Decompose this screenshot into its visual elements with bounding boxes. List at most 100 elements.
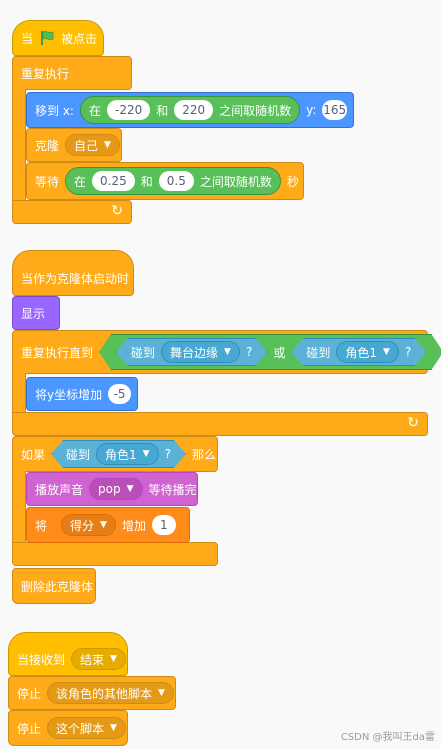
loop-arrow-icon: ↻ (111, 203, 123, 219)
random-from-input[interactable]: -220 (106, 100, 151, 120)
create-clone-block[interactable]: 克隆 自己 ▼ (26, 128, 122, 162)
dropdown-arrow-icon: ▼ (104, 140, 111, 150)
when-flag-clicked-hat[interactable]: 当 被点击 (12, 20, 104, 56)
dropdown-arrow-icon: ▼ (100, 520, 107, 530)
random-to-input[interactable]: 220 (174, 100, 214, 120)
touching-edge-condition[interactable]: 碰到 舞台边缘 ▼ ? (116, 338, 267, 366)
or-label: 或 (273, 345, 286, 360)
or-operator[interactable]: 碰到 舞台边缘 ▼ ? 或 碰到 角色1 ▼ ? (99, 334, 441, 370)
stop2-dropdown[interactable]: 这个脚本 ▼ (47, 717, 126, 739)
repeat-until-arm (12, 373, 26, 413)
if-touching-condition[interactable]: 碰到 角色1 ▼ ? (51, 440, 186, 468)
message-value: 结束 (80, 652, 105, 667)
wait-block[interactable]: 等待 在 0.25 和 0.5 之间取随机数 秒 (26, 162, 304, 200)
wait-and: 和 (140, 174, 153, 189)
hat-text-when: 当 (21, 31, 34, 46)
wait-to-input[interactable]: 0.5 (158, 171, 194, 191)
clone-target-dropdown[interactable]: 自己 ▼ (65, 134, 120, 156)
touching1-question: ? (245, 345, 253, 359)
stop1-value: 该角色的其他脚本 (56, 686, 153, 701)
touching1-label: 碰到 (131, 345, 156, 360)
play-sound-suffix: 等待播完 (148, 482, 197, 497)
repeat-until-block[interactable]: 重复执行直到 碰到 舞台边缘 ▼ ? 或 碰到 角色1 ▼ ? (12, 330, 428, 374)
stop2-label: 停止 (17, 721, 42, 736)
if-arm (12, 471, 26, 543)
goto-y-label: y: (306, 103, 317, 117)
forever-label: 重复执行 (21, 66, 70, 81)
goto-xy-block[interactable]: 移到 x: 在 -220 和 220 之间取随机数 y: 165 (26, 92, 354, 128)
stop1-label: 停止 (17, 686, 42, 701)
change-y-block[interactable]: 将y坐标增加 -5 (26, 377, 138, 411)
touching-sprite-condition[interactable]: 碰到 角色1 ▼ ? (291, 338, 426, 366)
when-receive-hat[interactable]: 当接收到 结束 ▼ (8, 632, 128, 676)
if-touching-label: 碰到 (66, 447, 91, 462)
dropdown-arrow-icon: ▼ (158, 688, 165, 698)
if-then-block[interactable]: 如果 碰到 角色1 ▼ ? 那么 (12, 436, 218, 472)
random-and: 和 (156, 103, 169, 118)
touching2-value: 角色1 (345, 345, 378, 360)
change-y-input[interactable]: -5 (108, 384, 131, 404)
if-touching-question: ? (164, 447, 171, 461)
random-operator[interactable]: 在 -220 和 220 之间取随机数 (79, 96, 301, 124)
repeat-until-label: 重复执行直到 (21, 345, 94, 360)
when-start-as-clone-hat[interactable]: 当作为克隆体启动时 (12, 250, 134, 296)
clone-target-value: 自己 (74, 138, 99, 153)
touching1-value: 舞台边缘 (170, 345, 219, 360)
touching2-question: ? (404, 345, 412, 359)
touching2-dropdown[interactable]: 角色1 ▼ (336, 341, 399, 363)
stop1-dropdown[interactable]: 该角色的其他脚本 ▼ (47, 682, 174, 704)
dropdown-arrow-icon: ▼ (142, 449, 150, 459)
repeat-until-bottom: ↻ (12, 412, 428, 436)
wait-random-suffix: 之间取随机数 (199, 174, 272, 189)
sound-value: pop (98, 482, 121, 496)
delete-clone-label: 删除此克隆体 (21, 579, 94, 594)
dropdown-arrow-icon: ▼ (110, 654, 117, 664)
forever-arm (12, 89, 26, 201)
sound-dropdown[interactable]: pop ▼ (89, 478, 143, 500)
watermark: CSDN @我叫王da雷 (340, 732, 435, 743)
change-var-by: 增加 (121, 518, 146, 533)
then-label: 那么 (191, 447, 216, 462)
if-touching-value: 角色1 (105, 447, 137, 462)
wait-unit: 秒 (286, 174, 299, 189)
green-flag-icon (41, 31, 54, 45)
if-bottom (12, 542, 218, 566)
dropdown-arrow-icon: ▼ (224, 347, 231, 357)
touching1-dropdown[interactable]: 舞台边缘 ▼ (161, 341, 240, 363)
show-block[interactable]: 显示 (12, 296, 60, 330)
change-variable-block[interactable]: 将 得分 ▼ 增加 1 (26, 507, 190, 543)
stop-other-scripts-block[interactable]: 停止 该角色的其他脚本 ▼ (8, 676, 176, 710)
wait-label: 等待 (35, 174, 60, 189)
if-touching-dropdown[interactable]: 角色1 ▼ (96, 443, 159, 465)
random-prefix: 在 (88, 103, 101, 118)
goto-y-input[interactable]: 165 (322, 100, 347, 120)
message-dropdown[interactable]: 结束 ▼ (71, 648, 126, 670)
clone-hat-label: 当作为克隆体启动时 (21, 271, 130, 286)
change-y-label: 将y坐标增加 (35, 387, 103, 402)
play-sound-label: 播放声音 (35, 482, 84, 497)
forever-bottom: ↻ (12, 200, 132, 224)
hat-text-clicked: 被点击 (61, 31, 98, 46)
delete-clone-block[interactable]: 删除此克隆体 (12, 568, 96, 604)
forever-block[interactable]: 重复执行 (12, 56, 132, 90)
change-var-input[interactable]: 1 (151, 515, 176, 535)
stop-this-script-block[interactable]: 停止 这个脚本 ▼ (8, 710, 128, 746)
change-var-label: 将 (35, 518, 48, 533)
clone-label: 克隆 (35, 138, 60, 153)
touching2-label: 碰到 (306, 345, 331, 360)
wait-from-input[interactable]: 0.25 (92, 171, 135, 191)
variable-value: 得分 (70, 518, 95, 533)
receive-label: 当接收到 (17, 652, 66, 667)
wait-random-prefix: 在 (74, 174, 87, 189)
show-label: 显示 (21, 306, 46, 321)
goto-label: 移到 x: (35, 103, 74, 118)
random-suffix: 之间取随机数 (219, 103, 292, 118)
dropdown-arrow-icon: ▼ (126, 484, 134, 494)
if-label: 如果 (21, 447, 46, 462)
dropdown-arrow-icon: ▼ (110, 723, 117, 733)
play-sound-block[interactable]: 播放声音 pop ▼ 等待播完 (26, 472, 198, 506)
variable-dropdown[interactable]: 得分 ▼ (61, 514, 116, 536)
loop-arrow-icon: ↻ (407, 415, 419, 431)
wait-random-operator[interactable]: 在 0.25 和 0.5 之间取随机数 (65, 167, 281, 195)
stop2-value: 这个脚本 (56, 721, 105, 736)
